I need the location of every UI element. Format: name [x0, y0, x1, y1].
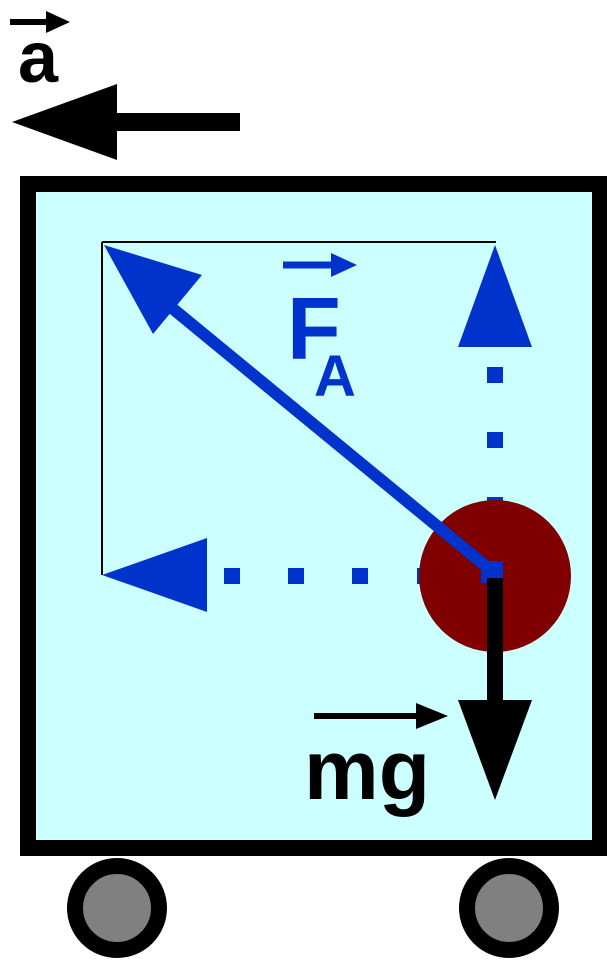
force-vector: [104, 245, 503, 583]
gravity-label: mg: [304, 703, 448, 817]
acceleration-label-overarrow: [10, 11, 70, 33]
down-arrow-icon: [458, 700, 532, 800]
wheel-left: [67, 858, 167, 958]
force-construction-lines: [101, 241, 496, 575]
force-label-overarrow: [283, 253, 357, 277]
wheel-right: [459, 858, 559, 958]
left-arrowhead-icon: [102, 538, 207, 612]
gravity-label-overarrow: [314, 703, 448, 729]
up-arrowhead-icon: [458, 245, 532, 347]
force-label-subscript: A: [314, 344, 356, 409]
gravity-label-text: mg: [304, 723, 430, 817]
force-label-main: F: [287, 279, 341, 378]
acceleration-label: a: [18, 18, 59, 98]
left-arrow-icon: [12, 84, 240, 160]
gravity-vector: [458, 578, 532, 800]
force-label: F A: [283, 253, 357, 409]
acceleration-vector: a: [10, 11, 240, 160]
